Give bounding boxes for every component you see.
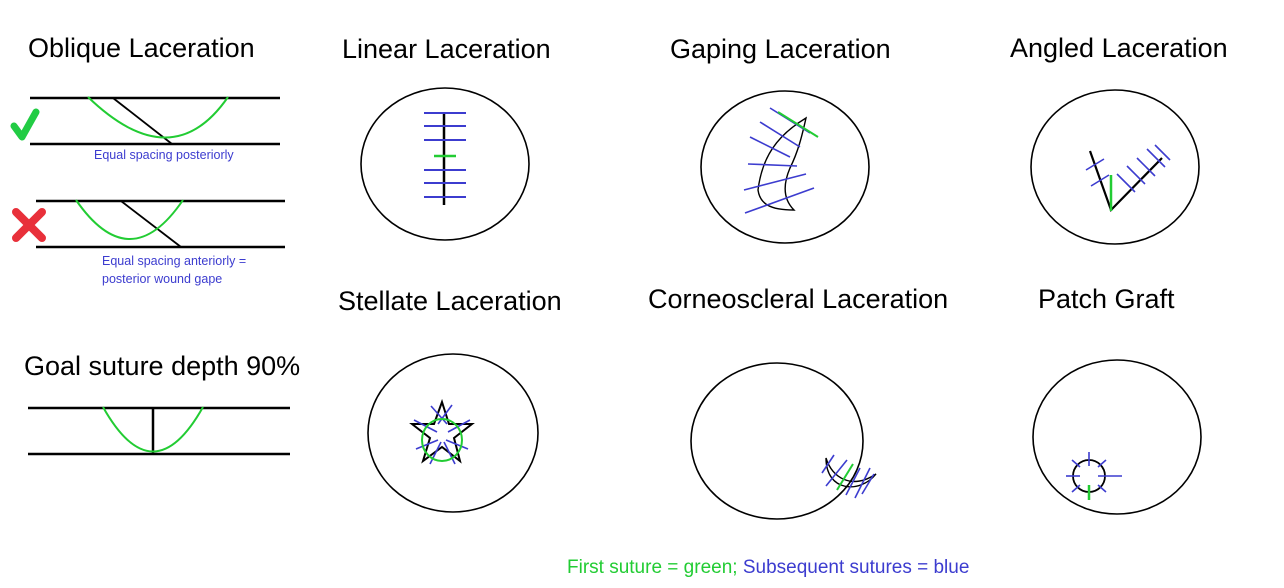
oblique-laceration-title: Oblique Laceration	[28, 33, 255, 63]
wound-outline	[757, 116, 808, 211]
purse-string-suture	[421, 418, 463, 462]
legend-first-suture: First suture = green;	[567, 557, 738, 578]
cornea-outline	[1032, 359, 1202, 515]
angled-laceration-diagram	[1030, 89, 1200, 245]
oblique-correct-diagram	[30, 96, 280, 146]
goal-depth-diagram	[28, 406, 290, 456]
patch-graft-diagram	[1032, 359, 1202, 515]
linear-laceration-diagram	[360, 87, 530, 241]
patch-graft-title: Patch Graft	[1038, 284, 1175, 314]
incorrect-caption-line1: Equal spacing anteriorly =	[102, 254, 247, 268]
legend: First suture = green; Subsequent sutures…	[567, 557, 969, 579]
corneoscleral-laceration-diagram	[690, 362, 877, 520]
stellate-laceration-title: Stellate Laceration	[338, 286, 562, 316]
incorrect-caption-line2: posterior wound gape	[102, 272, 223, 286]
cornea-outline	[700, 90, 870, 244]
oblique-wound-line	[120, 200, 182, 248]
gaping-laceration-title: Gaping Laceration	[670, 34, 891, 64]
star-wound	[409, 398, 475, 464]
first-suture	[836, 463, 854, 491]
oblique-wound-line	[112, 97, 173, 145]
angled-laceration-title: Angled Laceration	[1010, 33, 1228, 63]
correct-caption: Equal spacing posteriorly	[94, 148, 234, 162]
first-suture-path	[87, 96, 229, 139]
legend-subsequent-sutures: Subsequent sutures = blue	[742, 557, 970, 578]
checkmark-icon	[10, 108, 40, 141]
corneoscleral-laceration-title: Corneoscleral Laceration	[648, 284, 949, 314]
cornea-outline	[690, 362, 864, 520]
cross-icon	[12, 208, 46, 242]
gaping-laceration-diagram	[700, 90, 870, 244]
linear-laceration-title: Linear Laceration	[342, 34, 551, 64]
first-suture	[777, 111, 819, 138]
goal-suture-depth-title: Goal suture depth 90%	[24, 351, 301, 381]
first-suture-path	[75, 199, 184, 240]
cornea-outline	[360, 87, 530, 241]
oblique-incorrect-diagram	[36, 199, 285, 249]
cornea-outline	[367, 353, 539, 513]
stellate-laceration-diagram	[367, 353, 539, 513]
cornea-outline	[1030, 89, 1200, 245]
